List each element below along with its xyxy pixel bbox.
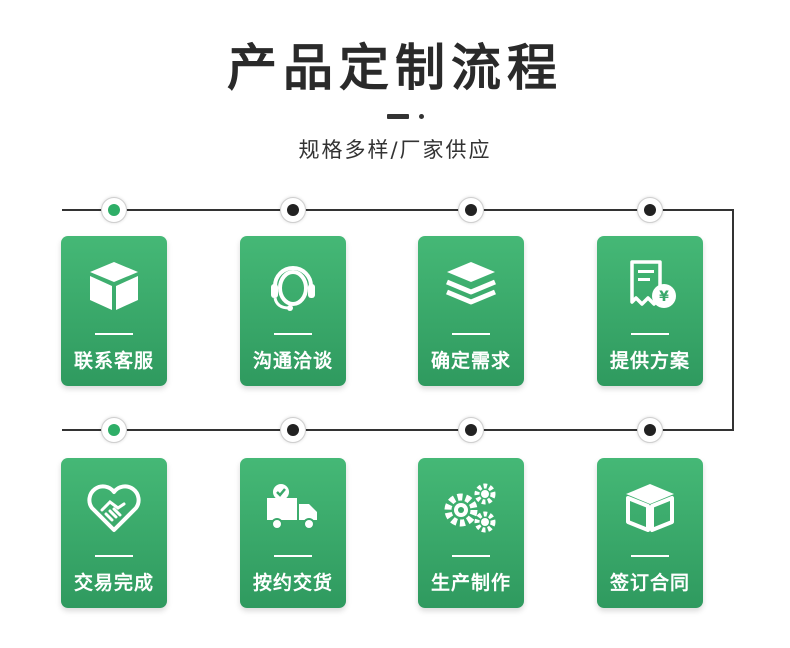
card-divider [95,555,133,557]
timeline-line-bottom [62,429,734,431]
step-label: 沟通洽谈 [252,350,333,372]
step-card-delivery: 按约交货 [240,458,346,608]
timeline-node-7 [458,417,484,443]
receipt-yen-icon: ¥ [630,260,676,308]
timeline-node-3 [458,197,484,223]
step-card-negotiate: 沟通洽谈 [240,236,346,386]
step-card-production: 生产制作 [418,458,524,608]
delivery-truck-icon [267,484,317,530]
card-divider [95,333,133,335]
card-divider [631,555,669,557]
box-icon [90,262,138,310]
package-icon [626,484,674,532]
card-divider [631,333,669,335]
timeline-node-4 [637,197,663,223]
page-title: 产品定制流程 [227,39,563,97]
step-label: 联系客服 [73,350,154,372]
step-label: 交易完成 [73,572,154,594]
step-card-deal: 交易完成 [61,458,167,608]
step-label: 按约交货 [252,572,333,594]
timeline-node-5 [101,417,127,443]
card-divider [452,555,490,557]
card-divider [274,555,312,557]
step-card-contract: 签订合同 [597,458,703,608]
timeline-line-top [62,209,734,211]
title-underline-dot [419,114,424,119]
timeline-line-right [732,209,734,431]
step-label: 提供方案 [609,350,690,372]
page-subtitle: 规格多样/厂家供应 [298,138,492,162]
step-card-proposal: ¥ 提供方案 [597,236,703,386]
step-label: 确定需求 [430,350,511,372]
title-underline [387,114,409,119]
svg-text:¥: ¥ [659,289,669,305]
timeline-node-1 [101,197,127,223]
step-card-contact: 联系客服 [61,236,167,386]
step-label: 生产制作 [430,572,511,594]
timeline-node-6 [280,417,306,443]
timeline-node-2 [280,197,306,223]
gears-icon [444,483,496,533]
layers-icon [446,262,496,305]
card-divider [452,333,490,335]
timeline-node-8 [637,417,663,443]
handshake-heart-icon [87,484,141,532]
step-card-requirements: 确定需求 [418,236,524,386]
headset-icon [271,266,315,311]
step-label: 签订合同 [609,572,690,594]
card-divider [274,333,312,335]
